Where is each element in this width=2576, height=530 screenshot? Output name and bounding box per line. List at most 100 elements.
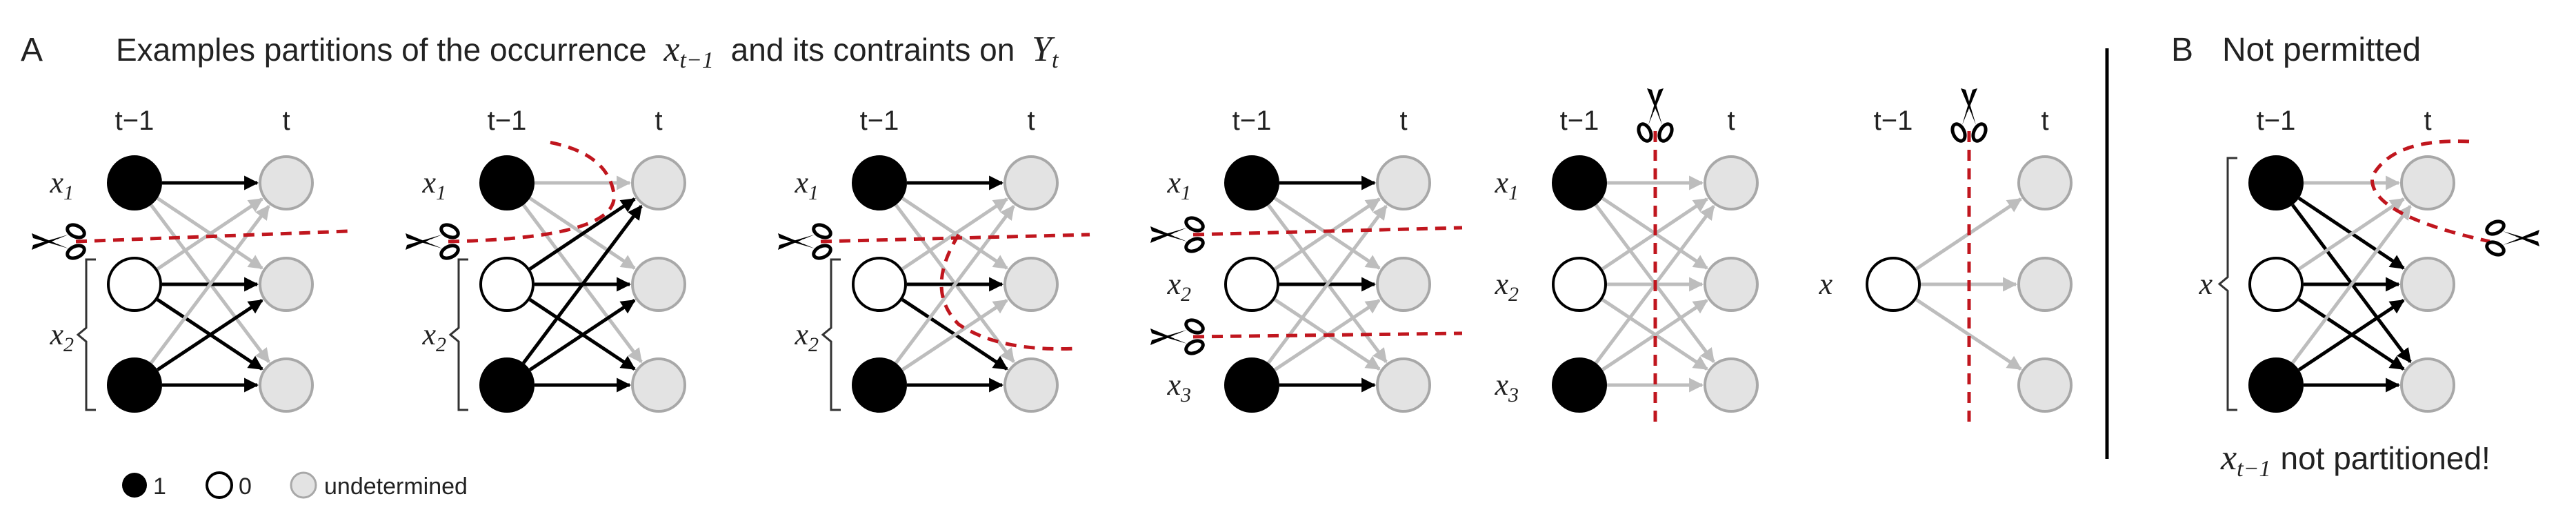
node-undetermined: [2400, 257, 2455, 312]
variable-label: x1: [1494, 166, 1519, 204]
node-undetermined: [1004, 357, 1059, 413]
column-label-prev: t−1: [488, 106, 527, 136]
edge-determined: [2297, 299, 2405, 371]
legend-swatch-undetermined: [290, 471, 317, 499]
node-state-0: [1552, 257, 1607, 312]
partition-line: [939, 233, 1077, 351]
edge-weak: [901, 299, 1008, 371]
legend-label-0: 0: [239, 473, 252, 500]
scissors-icon: [2485, 219, 2539, 257]
edge-weak: [901, 197, 1008, 271]
node-undetermined: [2400, 155, 2455, 210]
node-state-0: [1224, 257, 1279, 312]
node-state-0: [479, 257, 535, 312]
node-undetermined: [2400, 357, 2455, 413]
edge-weak: [2297, 197, 2405, 271]
variable-label: x1: [794, 166, 819, 204]
partition-line: [1192, 331, 1463, 339]
variable-label: x1: [1166, 166, 1191, 204]
node-state-1: [852, 155, 907, 210]
node-state-1: [1552, 357, 1607, 413]
edge-determined: [528, 197, 636, 271]
node-state-1: [479, 357, 535, 413]
panel-b-title: Not permitted: [2222, 32, 2421, 68]
node-state-1: [852, 357, 907, 413]
edge-weak: [1601, 299, 1708, 371]
node-undetermined: [259, 155, 314, 210]
partition-line: [448, 139, 616, 244]
node-state-1: [1552, 155, 1607, 210]
partition-line: [75, 229, 349, 244]
edge-weak: [1915, 298, 2022, 371]
column-label-prev: t−1: [1232, 106, 1272, 136]
node-state-0: [1866, 257, 1921, 312]
column-label-curr: t: [1399, 106, 1407, 136]
variable-label: x2: [1166, 267, 1191, 306]
legend-swatch-1: [122, 473, 147, 498]
node-state-0: [107, 257, 162, 312]
node-undetermined: [259, 257, 314, 312]
edge-weak: [2291, 204, 2412, 364]
node-state-1: [1224, 357, 1279, 413]
partition-line: [2370, 139, 2490, 244]
column-label-curr: t: [1727, 106, 1735, 136]
node-undetermined: [1704, 357, 1759, 413]
node-undetermined: [631, 155, 686, 210]
brace-icon: [2217, 157, 2237, 411]
variable-label: x: [1818, 267, 1833, 301]
legend-swatch-0: [206, 471, 233, 499]
node-undetermined: [1004, 155, 1059, 210]
node-state-0: [852, 257, 907, 312]
edge-weak: [895, 204, 1015, 364]
node-undetermined: [259, 357, 314, 413]
diagram-5: t−1 t x1 x2 x3: [1494, 88, 1759, 428]
column-label-prev: t−1: [860, 106, 899, 136]
variable-label: x2: [1494, 267, 1519, 306]
edge-weak: [1273, 197, 1381, 271]
edge-determined: [528, 299, 636, 371]
panel-a-title: Examples partitions of the occurrence xt…: [116, 30, 1059, 75]
column-label-prev: t−1: [115, 106, 154, 136]
edge-determined: [522, 204, 643, 364]
node-undetermined: [1004, 257, 1059, 312]
column-label-prev: t−1: [1560, 106, 1599, 136]
node-state-1: [107, 155, 162, 210]
diagram-1: t−1 t x1 x2: [32, 106, 349, 413]
column-label-curr: t: [282, 106, 290, 136]
node-state-1: [479, 155, 535, 210]
variable-label: x3: [1494, 368, 1519, 406]
edge-weak: [150, 204, 270, 364]
node-state-1: [1224, 155, 1279, 210]
panel-a-letter: A: [21, 32, 43, 68]
node-undetermined: [631, 257, 686, 312]
column-label-prev: t−1: [1874, 106, 1913, 136]
node-undetermined: [2017, 357, 2073, 413]
node-undetermined: [2017, 155, 2073, 210]
diagram-3: t−1 t x1 x2: [778, 106, 1090, 413]
variable-label: x1: [49, 166, 74, 204]
panel-b-letter: B: [2171, 32, 2193, 68]
node-undetermined: [631, 357, 686, 413]
legend: 1 0 undetermined: [122, 471, 468, 500]
partition-line: [1192, 226, 1463, 237]
column-label-prev: t−1: [2257, 106, 2296, 136]
brace-icon: [76, 258, 96, 411]
column-label-curr: t: [2041, 106, 2048, 136]
variable-label: x2: [49, 317, 74, 356]
node-undetermined: [1376, 155, 1431, 210]
node-undetermined: [1704, 257, 1759, 312]
node-undetermined: [1376, 357, 1431, 413]
node-state-1: [2248, 357, 2304, 413]
column-label-curr: t: [1027, 106, 1035, 136]
column-label-curr: t: [2424, 106, 2431, 136]
edge-determined: [156, 299, 263, 371]
node-state-1: [2248, 155, 2304, 210]
brace-icon: [821, 258, 841, 411]
variable-label: x2: [794, 317, 819, 356]
